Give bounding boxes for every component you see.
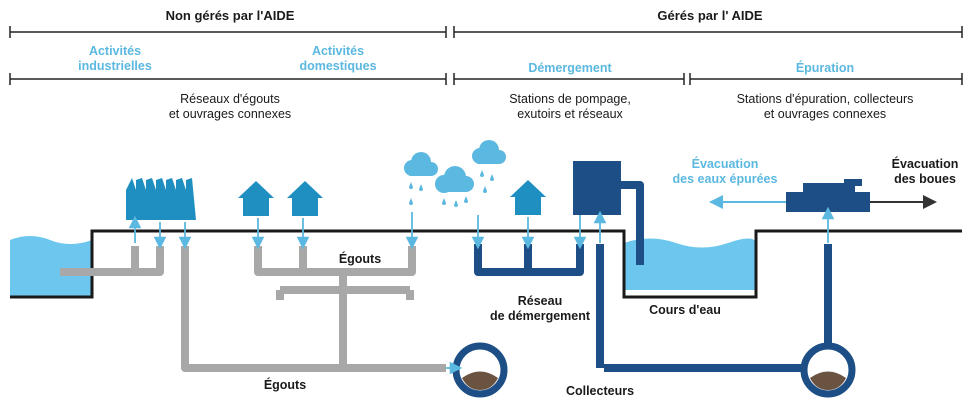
desc-reseaux-egouts: Réseaux d'égouts et ouvrages connexes [168, 92, 292, 121]
rain-cloud-icon-2 [435, 166, 474, 207]
flow-arrows [128, 206, 835, 375]
collector-right [800, 342, 856, 398]
pumping-station [573, 161, 621, 215]
label-reseau-demergement: Réseau de démergement [489, 294, 591, 323]
desc-stations-pompage: Stations de pompage, exutoirs et réseaux [509, 92, 631, 121]
house-icon-domestic-2 [287, 181, 323, 216]
water-river [624, 238, 756, 290]
label-egouts-bottom: Égouts [263, 378, 307, 392]
grey-sewer-pipes [60, 246, 446, 372]
factory-icon [126, 178, 196, 220]
top-bracket-left [9, 26, 447, 38]
label-activites-domestiques: Activités domestiques [299, 44, 377, 73]
sub-bracket-epuration [689, 73, 963, 85]
desc-stations-epuration: Stations d'épuration, collecteurs et ouv… [736, 92, 914, 121]
ground-line [10, 229, 962, 299]
label-collecteurs: Collecteurs [565, 384, 635, 398]
rain-cloud-icon-3 [472, 140, 506, 193]
navy-pipes [474, 181, 832, 372]
label-evacuation-boues: Évacuation des boues [891, 157, 959, 186]
label-egouts-top: Égouts [338, 252, 382, 266]
label-evacuation-eaux-epurees: Évacuation des eaux épurées [672, 157, 778, 186]
house-icon-demergement [510, 180, 546, 215]
header-right-title: Gérés par l' AIDE [657, 8, 763, 23]
label-cours-deau: Cours d'eau [649, 303, 721, 317]
label-activites-industrielles: Activités industrielles [78, 44, 152, 73]
rain-cloud-icon-1 [404, 152, 438, 205]
top-bracket-right [453, 26, 963, 38]
label-epuration: Épuration [795, 61, 855, 75]
header-left-title: Non gérés par l'AIDE [165, 8, 295, 23]
house-icon-domestic-1 [238, 181, 274, 216]
label-demergement: Démergement [528, 61, 612, 75]
collector-left [452, 342, 508, 398]
water-left [10, 236, 92, 297]
sub-bracket-sewers [9, 73, 447, 85]
sub-bracket-demergement [453, 73, 685, 85]
treatment-plant-icon [786, 179, 870, 212]
